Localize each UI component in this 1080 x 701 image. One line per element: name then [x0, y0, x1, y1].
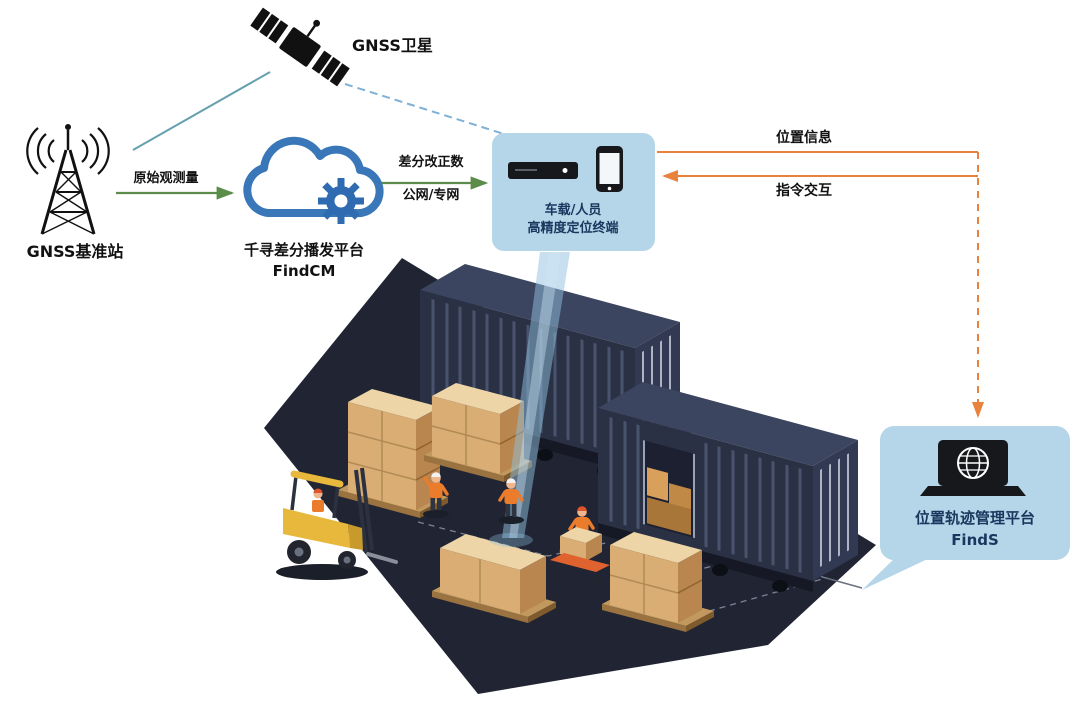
- warehouse-scene: [264, 252, 876, 694]
- terminal-label-line2: 高精度定位终端: [527, 221, 619, 236]
- container-door-rods: [820, 453, 849, 567]
- finds-floor-link-line: [825, 577, 863, 589]
- command-exchange-label: 指令交互: [776, 183, 832, 199]
- receiver-icon: [508, 162, 578, 179]
- worker-figure: [423, 472, 449, 518]
- warehouse-floor: [264, 258, 876, 694]
- laptop-globe-icon: [920, 440, 1026, 496]
- correction-label-line2: 公网/专网: [402, 188, 460, 203]
- pallet-stack: [424, 383, 532, 482]
- terminal-panel: [492, 133, 655, 251]
- terminal-label-line1: 车载/人员: [544, 203, 602, 218]
- worker-figure: [498, 478, 524, 524]
- cloud-platform-label: 千寻差分播发平台: [243, 241, 364, 259]
- finds-platform-label: 位置轨迹管理平台: [914, 509, 1035, 527]
- base-station-icon: [26, 124, 110, 235]
- position-beam: [489, 252, 570, 547]
- forklift-icon: [276, 467, 398, 580]
- finds-panel: [825, 426, 1070, 590]
- satellite-icon: [250, 7, 350, 87]
- gear-icon: [318, 178, 364, 224]
- satellite-label: GNSS卫星: [352, 36, 433, 55]
- pallet-stack: [602, 532, 714, 632]
- pallet-jack-icon: [550, 527, 610, 584]
- position-info-label: 位置信息: [776, 130, 832, 146]
- pallet-stack: [432, 534, 556, 623]
- correction-label-line1: 差分改正数: [398, 155, 464, 170]
- cloud-platform-product-label: FindCM: [272, 262, 336, 280]
- signal-line-satellite-terminal: [344, 83, 521, 140]
- raw-observation-label: 原始观测量: [133, 171, 199, 186]
- container-2: [598, 382, 858, 592]
- phone-icon: [596, 146, 623, 192]
- cloud-icon: [243, 136, 384, 224]
- base-station-label: GNSS基准站: [26, 242, 124, 261]
- signal-line-satellite-base: [132, 71, 271, 151]
- finds-product-label: FindS: [951, 531, 999, 549]
